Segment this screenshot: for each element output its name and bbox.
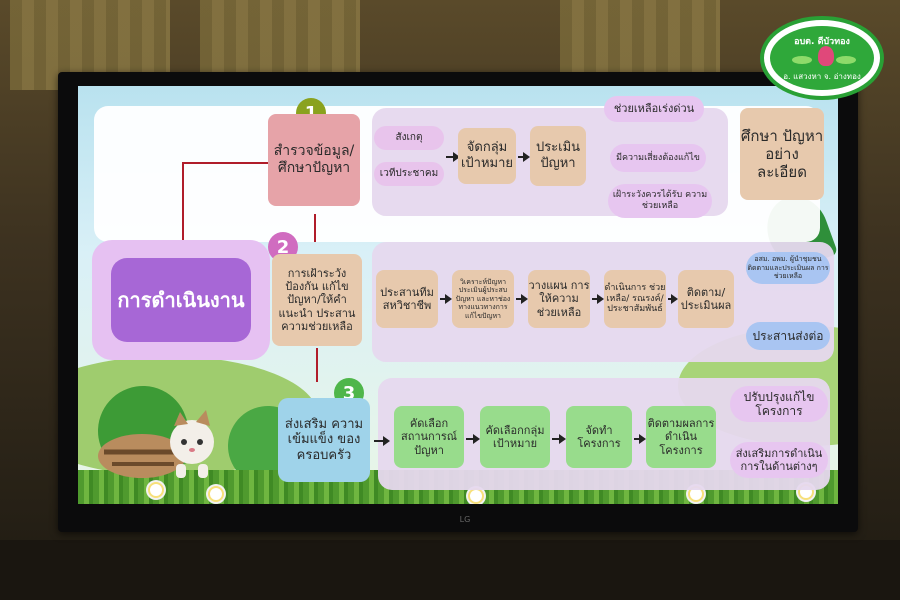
connector [314, 214, 316, 242]
method-observe: สังเกตุ [374, 126, 444, 150]
cat-illustration [98, 410, 214, 478]
arrow [440, 294, 452, 304]
tv-screen: การดำเนินงาน 1 สำรวจข้อมูล/ ศึกษาปัญหา ส… [78, 86, 838, 504]
select-situation: คัดเลือก สถานการณ์ ปัญหา [394, 406, 464, 468]
tv-brand: LG [459, 515, 471, 525]
arrow [446, 152, 460, 162]
flower [208, 486, 224, 502]
outcome-risk: มีความเสี่ยงต้องแก้ไข [610, 144, 706, 172]
analyze-problem: วิเคราะห์ปัญหา ประเมินผู้ประสบ ปัญหา และ… [452, 270, 514, 328]
arrow [516, 294, 528, 304]
group-targets: จัดกลุ่ม เป้าหมาย [458, 128, 516, 184]
detailed-study: ศึกษา ปัญหา อย่าง ละเอียด [740, 108, 824, 200]
connector [182, 162, 270, 164]
step3-title: ส่งเสริม ความเข้มแข็ง ของครอบครัว [278, 398, 370, 482]
outcome-watch: เฝ้าระวังควรได้รับ ความช่วยเหลือ [608, 184, 712, 218]
arrow [518, 152, 530, 162]
step1-title: สำรวจข้อมูล/ ศึกษาปัญหา [268, 114, 360, 206]
lotus-icon [818, 46, 834, 66]
arrow [668, 294, 678, 304]
refer-onward: ประสานส่งต่อ [746, 322, 830, 350]
floor [0, 540, 900, 600]
logo-seal: อบต. ดีบัวทอง อ. แสวงหา จ. อ่างทอง [770, 26, 874, 90]
arrow [374, 436, 390, 446]
outcome-urgent: ช่วยเหลือเร่งด่วน [604, 96, 704, 122]
main-title-frame: การดำเนินงาน [92, 240, 270, 360]
track-project: ติดตามผลการ ดำเนิน โครงการ [646, 406, 716, 468]
arrow [634, 434, 646, 444]
arrow [466, 434, 480, 444]
create-project: จัดทำโครงการ [566, 406, 632, 468]
follow-up: ติดตาม/ ประเมินผล [678, 270, 734, 328]
organization-logo: อบต. ดีบัวทอง อ. แสวงหา จ. อ่างทอง [760, 16, 884, 100]
carry-out-help: ดำเนินการ ช่วยเหลือ/ รณรงค์/ ประชาสัมพัน… [604, 270, 666, 328]
plan-help: วางแผน การให้ความ ช่วยเหลือ [528, 270, 590, 328]
arrow [552, 434, 566, 444]
method-forum: เวทีประชาคม [374, 162, 444, 186]
volunteers-monitor: อสม. อพม. ผู้นำชุมชน ติดตามและประเมินผล … [746, 252, 830, 284]
coordinate-team: ประสานทีม สหวิชาชีพ [376, 270, 438, 328]
lily-pad-icon [792, 56, 812, 64]
lily-pad-icon [836, 56, 856, 64]
step2-title: การเฝ้าระวัง ป้องกัน แก้ไข ปัญหา/ให้คำ แ… [272, 254, 362, 346]
main-title: การดำเนินงาน [111, 258, 251, 342]
promote-activities: ส่งเสริมการดำเนิน การในด้านต่างๆ [730, 442, 828, 478]
arrow [592, 294, 604, 304]
assess-problem: ประเมิน ปัญหา [530, 126, 586, 186]
select-targets: คัดเลือกกลุ่ม เป้าหมาย [480, 406, 550, 468]
connector [182, 162, 184, 240]
improve-project: ปรับปรุงแก้ไข โครงการ [730, 386, 828, 422]
logo-bottom-text: อ. แสวงหา จ. อ่างทอง [783, 72, 861, 81]
connector [316, 348, 318, 382]
flower [468, 488, 484, 504]
logo-top-text: อบต. ดีบัวทอง [794, 37, 850, 47]
flower [148, 482, 164, 498]
